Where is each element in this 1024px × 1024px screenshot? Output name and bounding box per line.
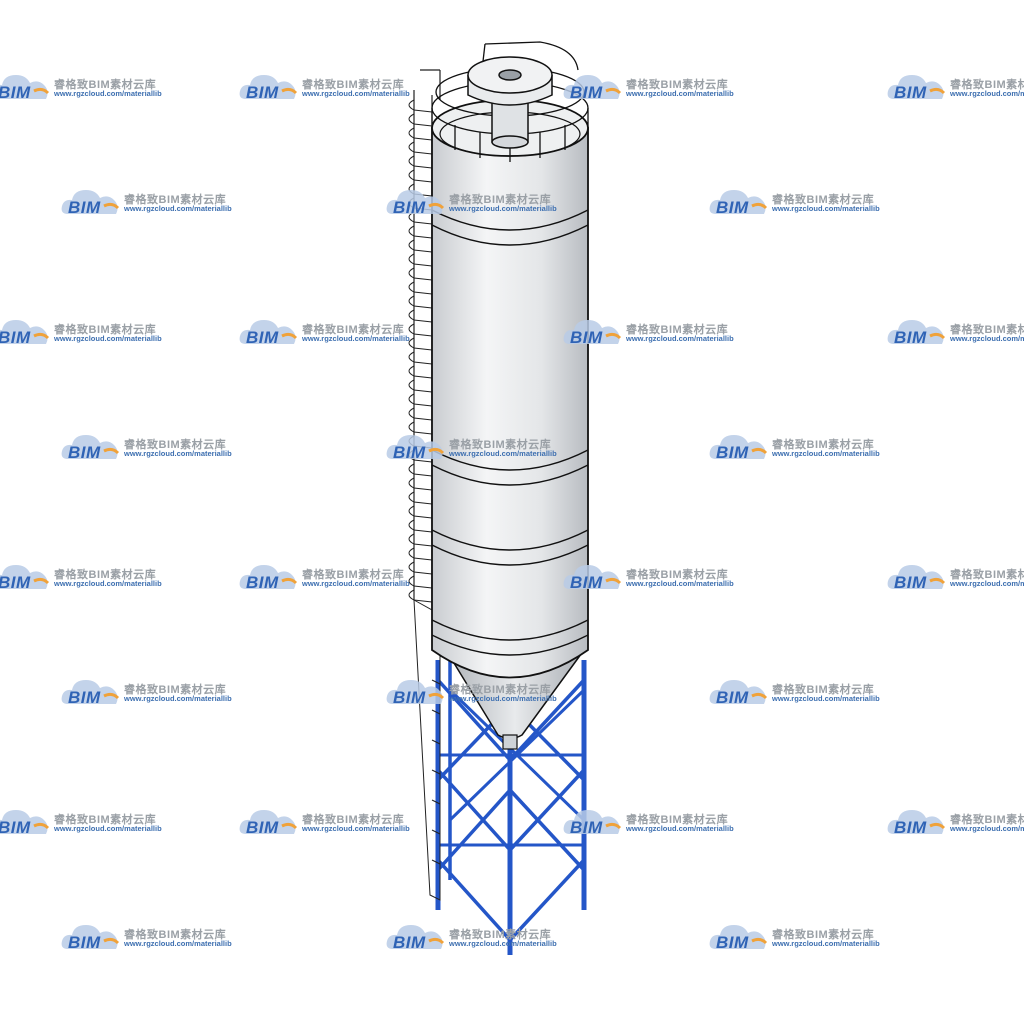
ladder-rung [431, 769, 441, 775]
ladder-rung [408, 393, 433, 407]
ladder-rung [408, 113, 433, 127]
silo-rings [431, 209, 589, 656]
ladder-rung [408, 267, 433, 281]
ladder-rung [408, 225, 433, 239]
ladder-rung [408, 253, 433, 267]
ladder-rung [431, 739, 441, 745]
ladder-rung [408, 477, 433, 491]
ladder-rung [431, 829, 441, 835]
dust-collector [467, 56, 553, 149]
silo-ring [431, 529, 589, 551]
ladder-rung [408, 547, 433, 561]
ladder-rung [408, 435, 433, 449]
ladder-rung [408, 127, 433, 141]
ladder-rung [408, 463, 433, 477]
ladder-rung [408, 379, 433, 393]
ladder-rung [408, 449, 433, 463]
ladder-rung [408, 407, 433, 421]
ladder-rung [431, 709, 441, 715]
ladder-rung [408, 421, 433, 435]
ladder-rung [408, 211, 433, 225]
silo-ring [431, 634, 589, 656]
ladder-rung [408, 491, 433, 505]
ladder-rung [408, 519, 433, 533]
silo-ring [431, 224, 589, 246]
silo-ring [431, 209, 589, 231]
silo-body [431, 99, 589, 679]
ladder-rung [408, 351, 433, 365]
ladder-rung [408, 281, 433, 295]
ladder-rung [408, 505, 433, 519]
silo-ring [431, 464, 589, 486]
ladder-rung [408, 197, 433, 211]
ladder-rung [408, 575, 433, 589]
ladder-rung [408, 99, 433, 113]
silo-ring [431, 619, 589, 641]
ladder-rung [431, 859, 441, 865]
ladder-rung [408, 589, 433, 603]
silo-ring [431, 449, 589, 471]
ladder-rung [408, 309, 433, 323]
ladder-rung [408, 169, 433, 183]
ladder-rung [408, 365, 433, 379]
ladder-rung [408, 337, 433, 351]
ladder-rung [408, 183, 433, 197]
ladder-rung [408, 295, 433, 309]
ladder-rung [408, 323, 433, 337]
ladder-rung [408, 155, 433, 169]
discharge-outlet [502, 734, 518, 750]
ladder-rung [408, 239, 433, 253]
ladder-rung [431, 799, 441, 805]
silo-ring [431, 544, 589, 566]
ladder-rung [408, 141, 433, 155]
ladder-rung [408, 561, 433, 575]
ladder-rung [408, 533, 433, 547]
